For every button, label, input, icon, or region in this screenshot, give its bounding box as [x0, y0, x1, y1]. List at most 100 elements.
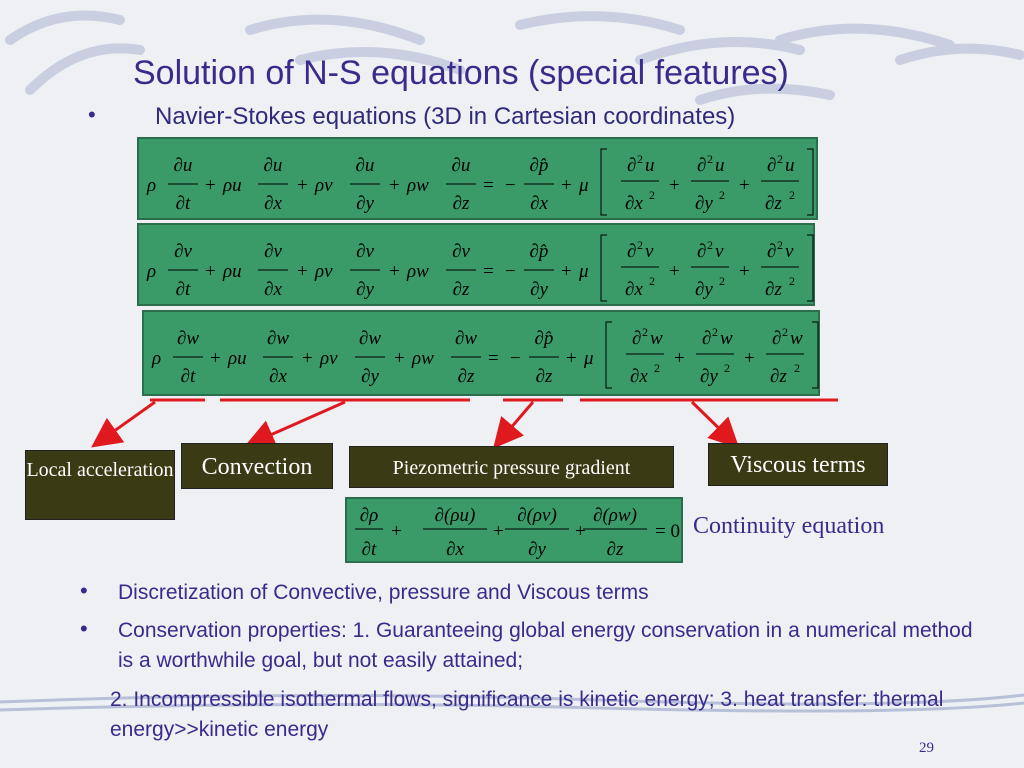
math-symbol: +: [389, 175, 400, 196]
math-symbol: +: [669, 175, 680, 196]
exponent: 2: [782, 325, 788, 339]
fraction-numerator: ∂v: [264, 241, 282, 262]
fraction-denominator: ∂t: [176, 193, 191, 214]
fraction-numerator: w: [790, 328, 803, 349]
fraction-numerator: ∂(ρw): [593, 505, 637, 526]
fraction-numerator: ∂: [697, 155, 706, 176]
exponent: 2: [777, 152, 783, 166]
equals-zero: = 0: [655, 521, 680, 542]
bullet-marker: •: [80, 616, 88, 641]
fraction-numerator: ∂ρ: [360, 505, 379, 526]
right-bracket: [812, 321, 819, 389]
math-symbol: +: [561, 175, 572, 196]
plus-sign: +: [575, 521, 586, 542]
bullet-marker: •: [80, 578, 88, 603]
fraction-denominator: ∂t: [181, 366, 196, 387]
bullet-1: Discretization of Convective, pressure a…: [118, 581, 649, 604]
local-acceleration-label: Local acceleration: [25, 450, 175, 520]
fraction-numerator: u: [645, 155, 655, 176]
math-symbol: +: [297, 261, 308, 282]
exponent: 2: [777, 238, 783, 252]
fraction-denominator: ∂x: [264, 279, 282, 300]
exponent: 2: [794, 361, 800, 375]
left-bracket: [600, 148, 607, 216]
math-symbol: ρu: [227, 348, 247, 369]
fraction-numerator: ∂: [627, 241, 636, 262]
exponent: 2: [642, 325, 648, 339]
math-symbol: −: [510, 348, 521, 369]
exponent: 2: [719, 188, 725, 202]
page-number: 29: [919, 740, 934, 756]
math-symbol: ρw: [411, 348, 434, 369]
math-symbol: +: [669, 261, 680, 282]
fraction-numerator: ∂: [772, 328, 781, 349]
fraction-denominator: ∂x: [625, 279, 643, 300]
fraction-numerator: v: [645, 241, 654, 262]
exponent: 2: [637, 238, 643, 252]
local-acceleration-text: Local acceleration: [26, 459, 174, 481]
math-symbol: ρ: [151, 348, 161, 369]
fraction-numerator: ∂: [702, 328, 711, 349]
fraction-denominator: ∂z: [453, 279, 470, 300]
fraction-numerator: ∂: [632, 328, 641, 349]
math-symbol: −: [505, 261, 516, 282]
fraction-numerator: ∂: [767, 155, 776, 176]
viscous-terms-text: Viscous terms: [730, 452, 866, 478]
fraction-denominator: ∂x: [264, 193, 282, 214]
bullet-2-continuation: 2. Incompressible isothermal flows, sign…: [110, 688, 944, 741]
fraction-numerator: u: [715, 155, 725, 176]
fraction-denominator: ∂x: [446, 539, 464, 560]
continuity-label: Continuity equation: [693, 513, 885, 539]
pressure-gradient-text: Piezometric pressure gradient: [392, 457, 631, 479]
left-bracket: [605, 321, 612, 389]
fraction-numerator: ∂p̂: [530, 241, 549, 262]
fraction-denominator: ∂z: [765, 193, 782, 214]
math-symbol: ρu: [222, 261, 242, 282]
pressure-gradient-label: Piezometric pressure gradient: [349, 446, 674, 488]
math-symbol: +: [674, 348, 685, 369]
math-symbol: +: [566, 348, 577, 369]
fraction-denominator: ∂z: [607, 539, 624, 560]
fraction-numerator: v: [785, 241, 794, 262]
math-symbol: ρu: [222, 175, 242, 196]
viscous-terms-label: Viscous terms: [708, 443, 888, 486]
fraction-numerator: ∂u: [356, 155, 375, 176]
fraction-denominator: ∂y: [356, 193, 374, 214]
math-symbol: μ: [583, 348, 594, 369]
slide-title: Solution of N-S equations (special featu…: [133, 54, 789, 92]
fraction-numerator: ∂u: [264, 155, 283, 176]
math-symbol: =: [488, 348, 499, 369]
fraction-numerator: v: [715, 241, 724, 262]
fraction-denominator: ∂y: [530, 279, 548, 300]
math-symbol: ρv: [314, 261, 333, 282]
fraction-numerator: ∂u: [174, 155, 193, 176]
fraction-numerator: w: [650, 328, 663, 349]
exponent: 2: [789, 274, 795, 288]
fraction-numerator: ∂u: [452, 155, 471, 176]
math-symbol: ρ: [146, 261, 156, 282]
math-symbol: ρw: [406, 175, 429, 196]
fraction-numerator: ∂: [627, 155, 636, 176]
math-symbol: −: [505, 175, 516, 196]
math-symbol: =: [483, 261, 494, 282]
exponent: 2: [707, 152, 713, 166]
math-symbol: +: [561, 261, 572, 282]
exponent: 2: [649, 274, 655, 288]
math-symbol: ρ: [146, 175, 156, 196]
fraction-numerator: ∂p̂: [535, 328, 554, 349]
fraction-denominator: ∂z: [765, 279, 782, 300]
fraction-denominator: ∂t: [362, 539, 377, 560]
exponent: 2: [707, 238, 713, 252]
convection-label: Convection: [181, 443, 333, 489]
right-bracket: [807, 148, 814, 216]
math-symbol: +: [205, 261, 216, 282]
exponent: 2: [724, 361, 730, 375]
math-symbol: +: [394, 348, 405, 369]
math-symbol: μ: [578, 261, 589, 282]
math-symbol: ρv: [319, 348, 338, 369]
bullet-marker: •: [88, 102, 96, 127]
math-symbol: +: [739, 175, 750, 196]
fraction-denominator: ∂x: [530, 193, 548, 214]
